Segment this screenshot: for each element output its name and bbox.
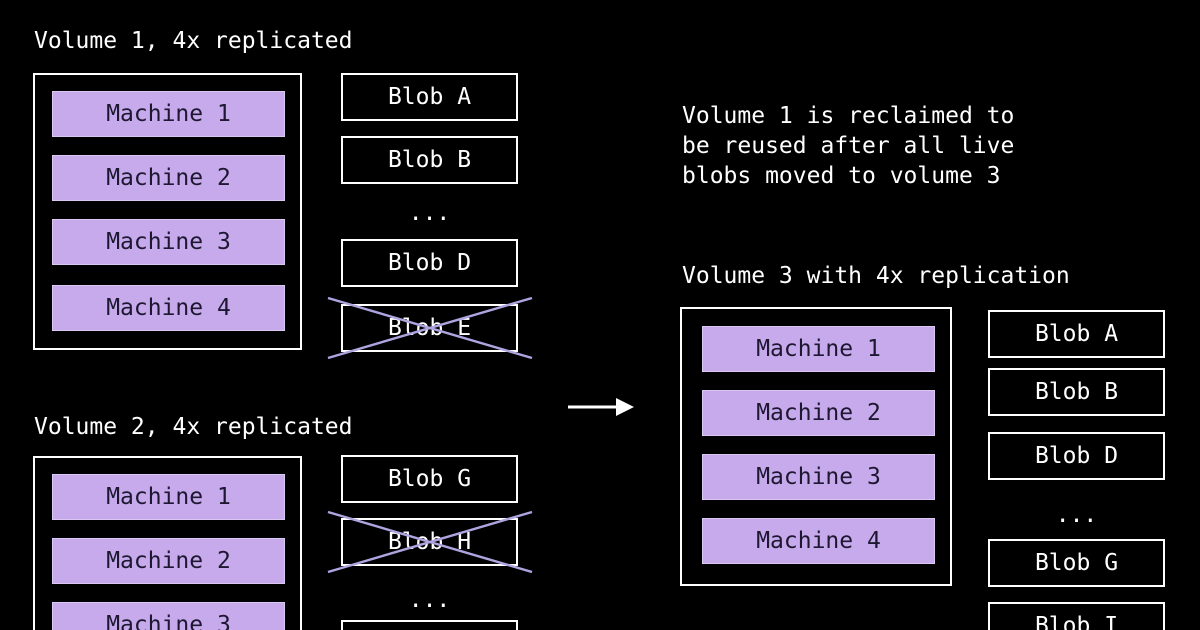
- note-line-3: blobs moved to volume 3: [682, 163, 1001, 189]
- volume3-machine-1: Machine 1: [702, 326, 935, 372]
- volume2-blob-partial: [341, 620, 518, 630]
- volume1-machine-3: Machine 3: [52, 219, 285, 265]
- volume2-box: [33, 456, 302, 630]
- volume1-blob-ellipsis: ...: [408, 200, 451, 226]
- volume3-blob-a: Blob A: [988, 310, 1165, 358]
- volume1-title: Volume 1, 4x replicated: [34, 28, 353, 54]
- volume3-blob-b: Blob B: [988, 368, 1165, 416]
- volume3-machine-3: Machine 3: [702, 454, 935, 500]
- delete-cross-icon: [327, 296, 533, 360]
- note-line-2: be reused after all live: [682, 133, 1015, 159]
- volume3-machine-4: Machine 4: [702, 518, 935, 564]
- volume3-blob-i: Blob I: [988, 602, 1165, 630]
- arrow-right-icon: [568, 398, 634, 416]
- volume1-machine-1: Machine 1: [52, 91, 285, 137]
- volume2-blob-g: Blob G: [341, 455, 518, 503]
- volume1-blob-d: Blob D: [341, 239, 518, 287]
- volume3-blob-g: Blob G: [988, 539, 1165, 587]
- volume3-machine-2: Machine 2: [702, 390, 935, 436]
- volume2-machine-1: Machine 1: [52, 474, 285, 520]
- volume3-box: [680, 307, 952, 586]
- note-line-1: Volume 1 is reclaimed to: [682, 103, 1015, 129]
- volume3-blob-d: Blob D: [988, 432, 1165, 480]
- volume1-box: [33, 73, 302, 350]
- volume3-blob-ellipsis: ...: [1055, 502, 1098, 528]
- volume1-machine-4: Machine 4: [52, 285, 285, 331]
- volume1-blob-a: Blob A: [341, 73, 518, 121]
- reclaim-note: Volume 1 is reclaimed to be reused after…: [682, 101, 1014, 191]
- volume1-machine-2: Machine 2: [52, 155, 285, 201]
- volume2-title: Volume 2, 4x replicated: [34, 414, 353, 440]
- volume2-machine-3: Machine 3: [52, 602, 285, 630]
- volume2-machine-2: Machine 2: [52, 538, 285, 584]
- volume1-blob-b: Blob B: [341, 136, 518, 184]
- volume3-title: Volume 3 with 4x replication: [682, 263, 1070, 289]
- volume2-blob-ellipsis: ...: [408, 587, 451, 613]
- delete-cross-icon: [327, 510, 533, 574]
